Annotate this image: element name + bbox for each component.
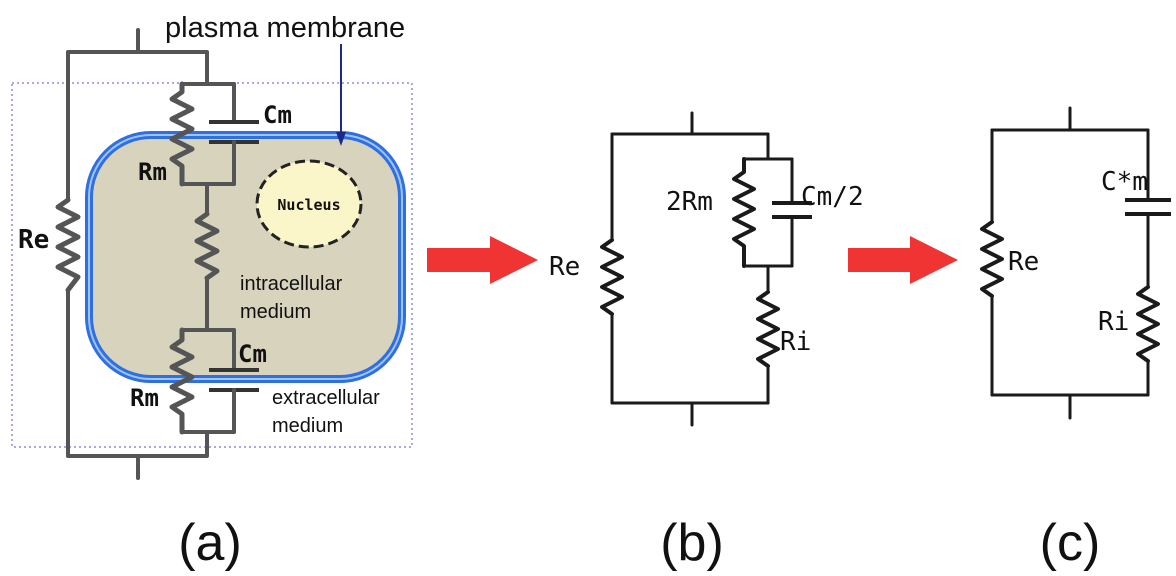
extracellular-label-line2: medium: [272, 415, 343, 437]
intracellular-label-line2: medium: [240, 301, 311, 323]
panel-c: Re C*m Ri: [980, 106, 1171, 420]
transform-arrow-1: [427, 236, 538, 284]
caption-c: (c): [1040, 514, 1101, 572]
outer-wire-top: [66, 28, 140, 202]
c-ri-label: Ri: [1098, 307, 1129, 337]
c-cm-label: C*m: [1101, 167, 1148, 197]
b-re-resistor: [600, 238, 624, 316]
upper-rm-resistor: [169, 81, 195, 187]
b-cm-label: Cm/2: [801, 182, 864, 212]
panel-b: Re 2Rm Cm/2 Ri: [549, 111, 864, 427]
panel-a: Nucleus plasma membrane Cm: [11, 12, 413, 480]
outer-wire-top-right: [136, 50, 209, 86]
plasma-membrane: [88, 134, 403, 380]
re-label: Re: [18, 225, 49, 255]
caption-a: (a): [178, 514, 242, 572]
b-ri-label: Ri: [780, 327, 811, 357]
plasma-membrane-label: plasma membrane: [165, 12, 405, 44]
ri-resistor: [194, 211, 220, 281]
b-re-label: Re: [549, 252, 580, 282]
c-re-label: Re: [1008, 247, 1039, 277]
caption-b: (b): [660, 514, 724, 572]
c-ri-resistor: [1136, 285, 1160, 363]
c-re-resistor: [980, 220, 1004, 298]
lower-cm-label: Cm: [238, 340, 267, 368]
plasma-membrane-pointer-head: [336, 132, 346, 146]
lower-rm-label: Rm: [130, 384, 159, 412]
transform-arrow-2: [848, 236, 958, 284]
b-ri-resistor: [756, 290, 780, 368]
upper-rm-label: Rm: [138, 158, 167, 186]
lower-rm-resistor: [169, 327, 195, 435]
extracellular-label-line1: extracellular: [272, 387, 380, 409]
intracellular-label-line1: intracellular: [240, 273, 343, 295]
upper-cm-label: Cm: [263, 101, 292, 129]
nucleus: [255, 159, 363, 249]
b-2rm-label: 2Rm: [666, 187, 713, 217]
re-resistor: [55, 197, 81, 293]
nucleus-label: Nucleus: [277, 196, 340, 214]
b-2rm-resistor: [732, 157, 756, 268]
